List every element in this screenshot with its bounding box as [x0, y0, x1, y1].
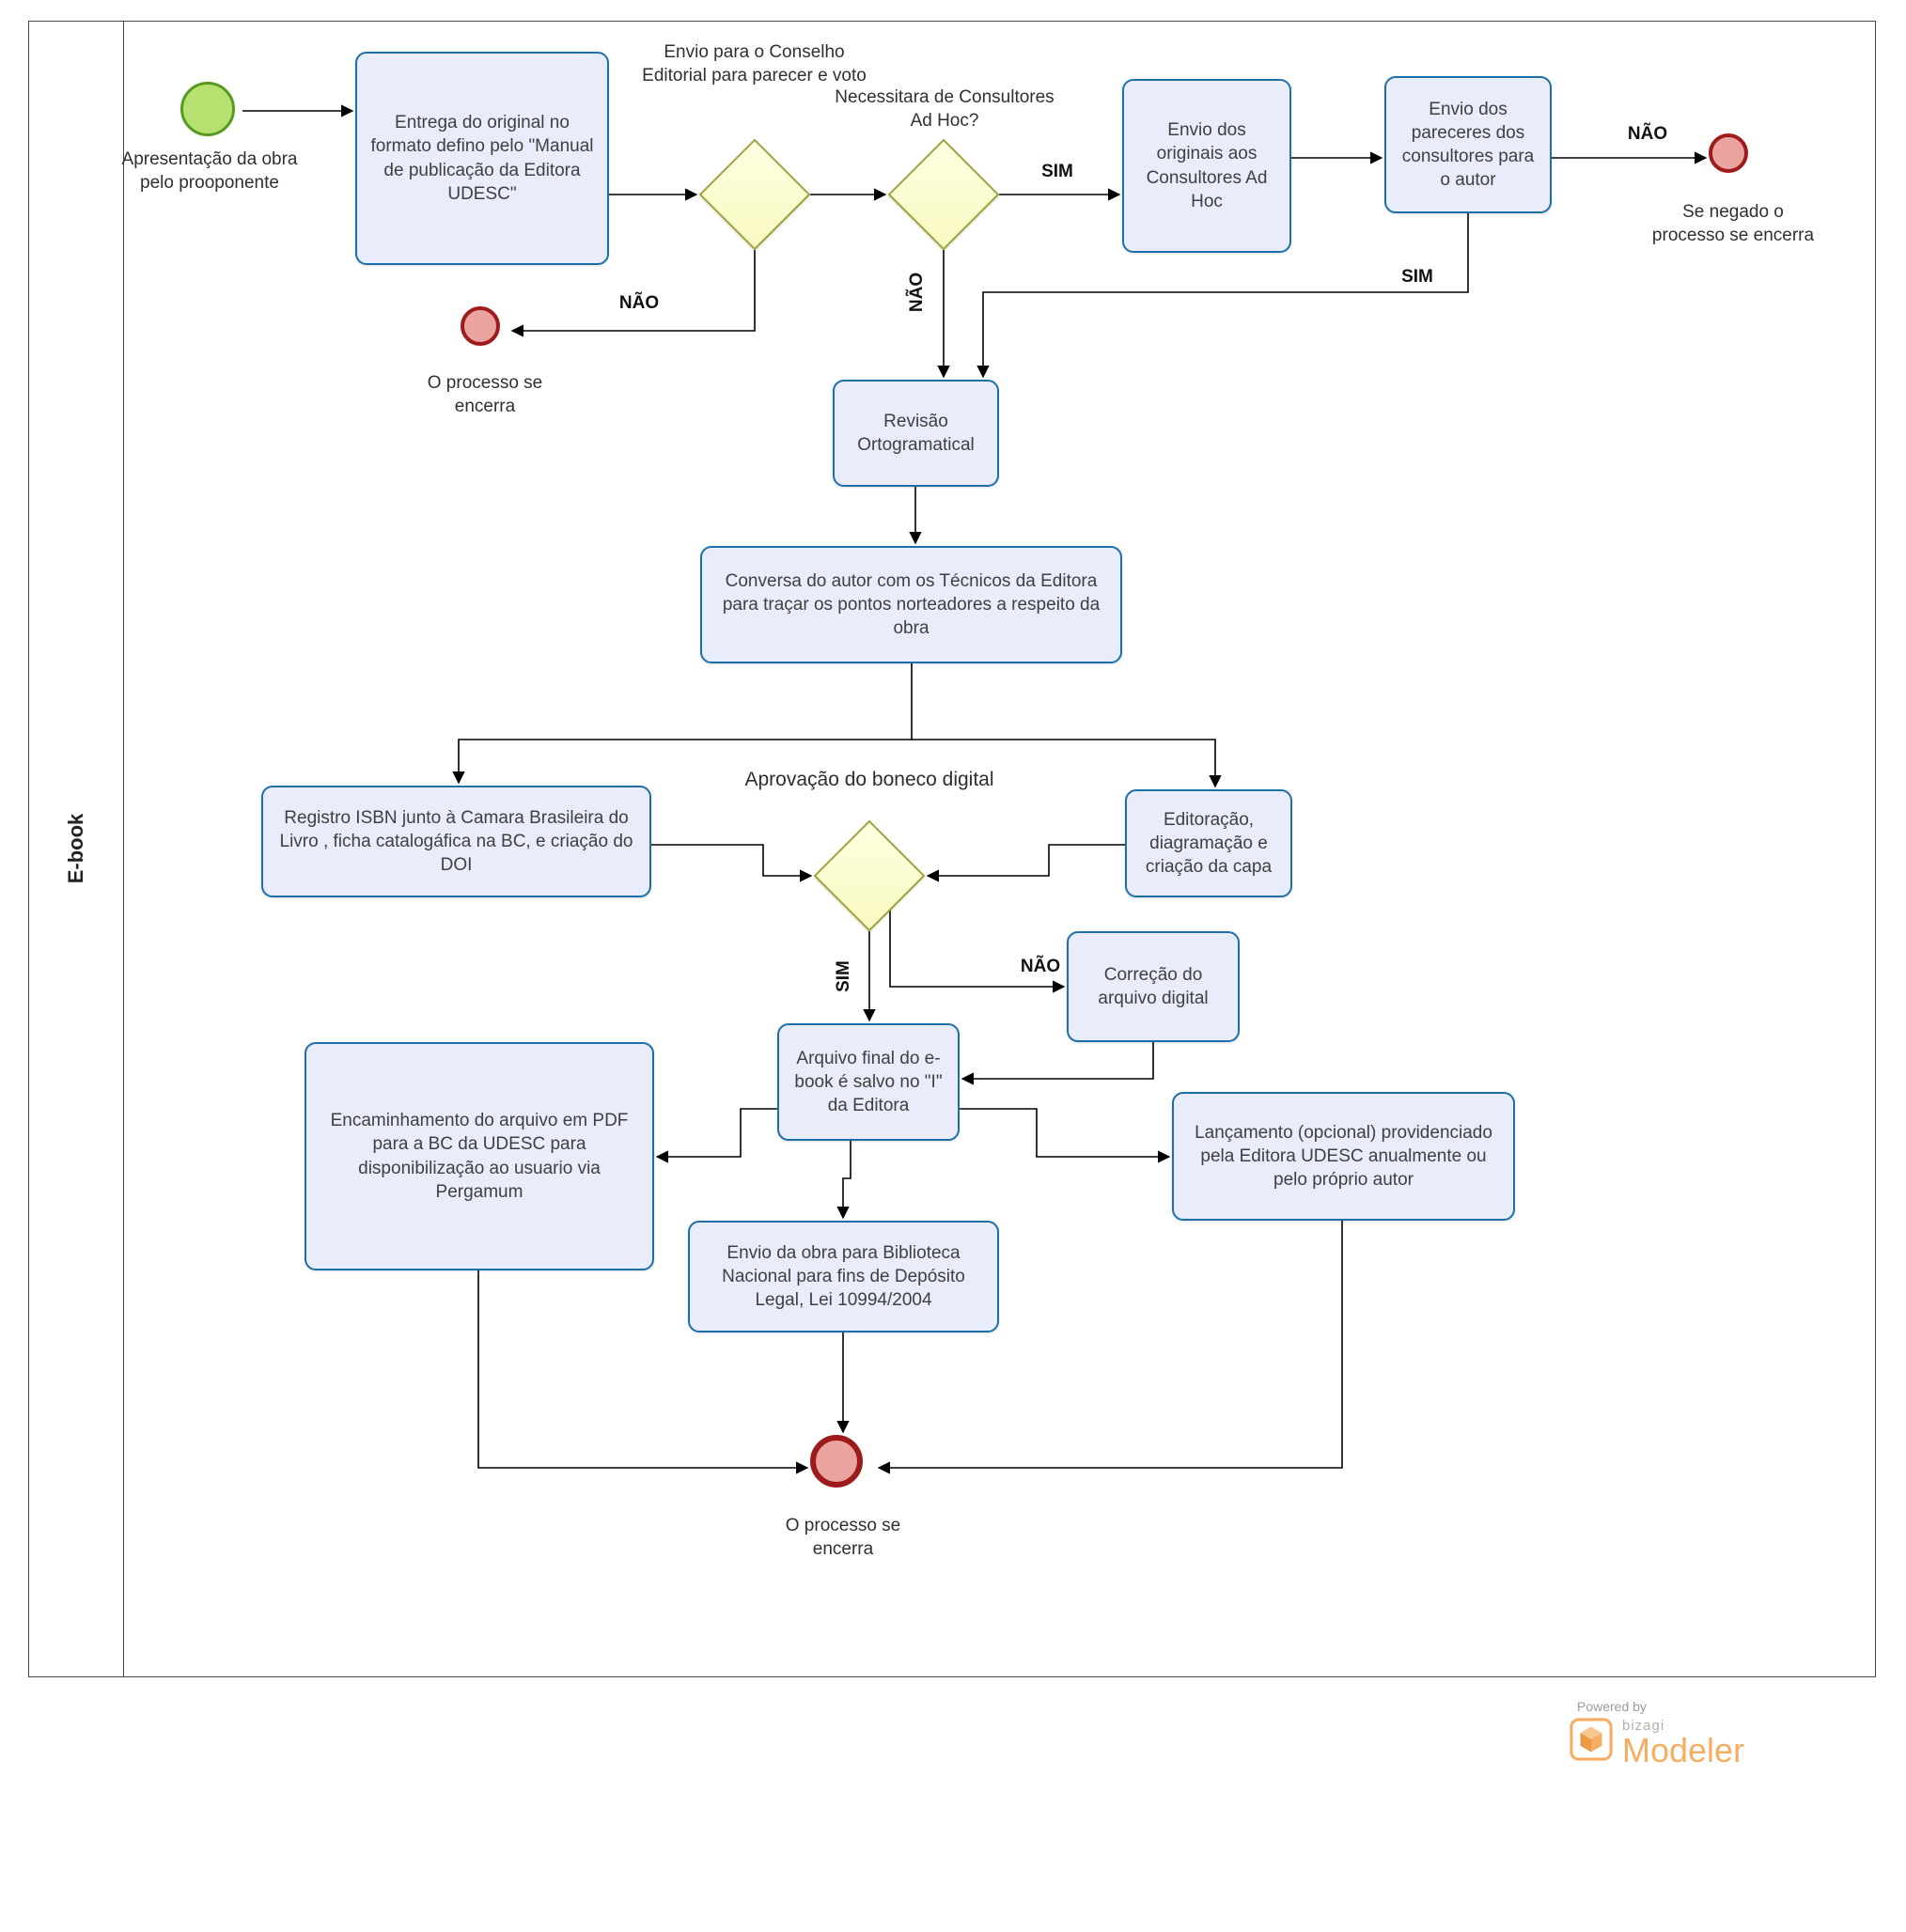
end-event-processo-1 [461, 306, 500, 346]
start-event-label: Apresentação da obra pelo prooponente [121, 149, 298, 193]
edge-label-nao-aprovacao: NÃO [1020, 957, 1061, 976]
edge-editoracao-to-gw-aprovacao [926, 844, 1125, 882]
edge-arquivo-to-biblioteca [836, 1141, 851, 1220]
edge-encaminhamento-to-end [477, 1270, 809, 1474]
edge-arquivo-to-encaminhamento [655, 1108, 777, 1163]
task-editoracao: Editoração, diagramação e criação da cap… [1125, 789, 1292, 897]
edge-lancamento-to-end [877, 1221, 1343, 1474]
task-envio-biblioteca: Envio da obra para Biblioteca Nacional p… [688, 1221, 999, 1332]
task-lancamento: Lançamento (opcional) providenciado pela… [1172, 1092, 1515, 1221]
end-event-negado [1709, 133, 1748, 173]
gateway-aprovacao-label: Aprovação do boneco digital [744, 769, 994, 790]
task-arquivo-final: Arquivo final do e-book é salvo no "I" d… [777, 1023, 960, 1141]
edge-correcao-to-arquivo [961, 1042, 1154, 1085]
powered-by-text: Powered by [1577, 1699, 1647, 1714]
end-event-processo-2-label: O processo se encerra [785, 1516, 901, 1559]
task-revisao-ortogramatical: Revisão Ortogramatical [833, 380, 999, 487]
edge-gw-aprovacao-nao-to-correcao [889, 910, 1066, 993]
end-event-negado-label: Se negado o processo se encerra [1651, 202, 1815, 245]
bizagi-brand-footer: Powered by bizagi Modeler [1570, 1699, 1814, 1768]
lane-header [28, 21, 124, 1677]
edge-label-nao-adhoc: NÃO [907, 272, 927, 313]
task-envio-pareceres: Envio dos pareceres dos consultores para… [1384, 76, 1552, 213]
task-correcao-arquivo: Correção do arquivo digital [1067, 931, 1240, 1042]
bizagi-wordmark: bizagi [1622, 1718, 1665, 1734]
task-encaminhamento-pdf: Encaminhamento do arquivo em PDF para a … [305, 1042, 654, 1270]
task-registro-isbn: Registro ISBN junto à Camara Brasileira … [261, 786, 651, 897]
task-entrega-original: Entrega do original no formato defino pe… [355, 52, 609, 265]
bizagi-cube-icon [1570, 1718, 1613, 1761]
edge-registro-to-gw-aprovacao [651, 844, 813, 882]
edge-label-sim-adhoc: SIM [1041, 162, 1073, 181]
modeler-wordmark: Modeler [1622, 1731, 1745, 1769]
start-event [180, 82, 235, 136]
gateway-adhoc-label: Necessitara de Consultores Ad Hoc? [835, 87, 1055, 131]
edge-conversa-to-registro [452, 663, 913, 785]
edge-label-nao-pareceres: NÃO [1627, 124, 1668, 144]
gateway-conselho-label: Envio para o Conselho Editorial para par… [642, 42, 867, 86]
task-envio-originais: Envio dos originais aos Consultores Ad H… [1122, 79, 1291, 253]
edge-label-nao-conselho: NÃO [618, 293, 660, 313]
end-event-processo-1-label: O processo se encerra [427, 373, 543, 416]
edge-conversa-to-editoracao [912, 739, 1222, 788]
edge-label-sim-pareceres: SIM [1401, 267, 1433, 287]
edge-arquivo-to-lancamento [960, 1108, 1171, 1163]
edge-pareceres-sim-to-revisao [976, 213, 1469, 379]
edge-label-sim-aprovacao: SIM [834, 960, 853, 992]
task-conversa-autor: Conversa do autor com os Técnicos da Edi… [700, 546, 1122, 663]
end-event-processo-2 [810, 1435, 863, 1488]
edge-gw-conselho-nao-to-end [510, 250, 756, 337]
